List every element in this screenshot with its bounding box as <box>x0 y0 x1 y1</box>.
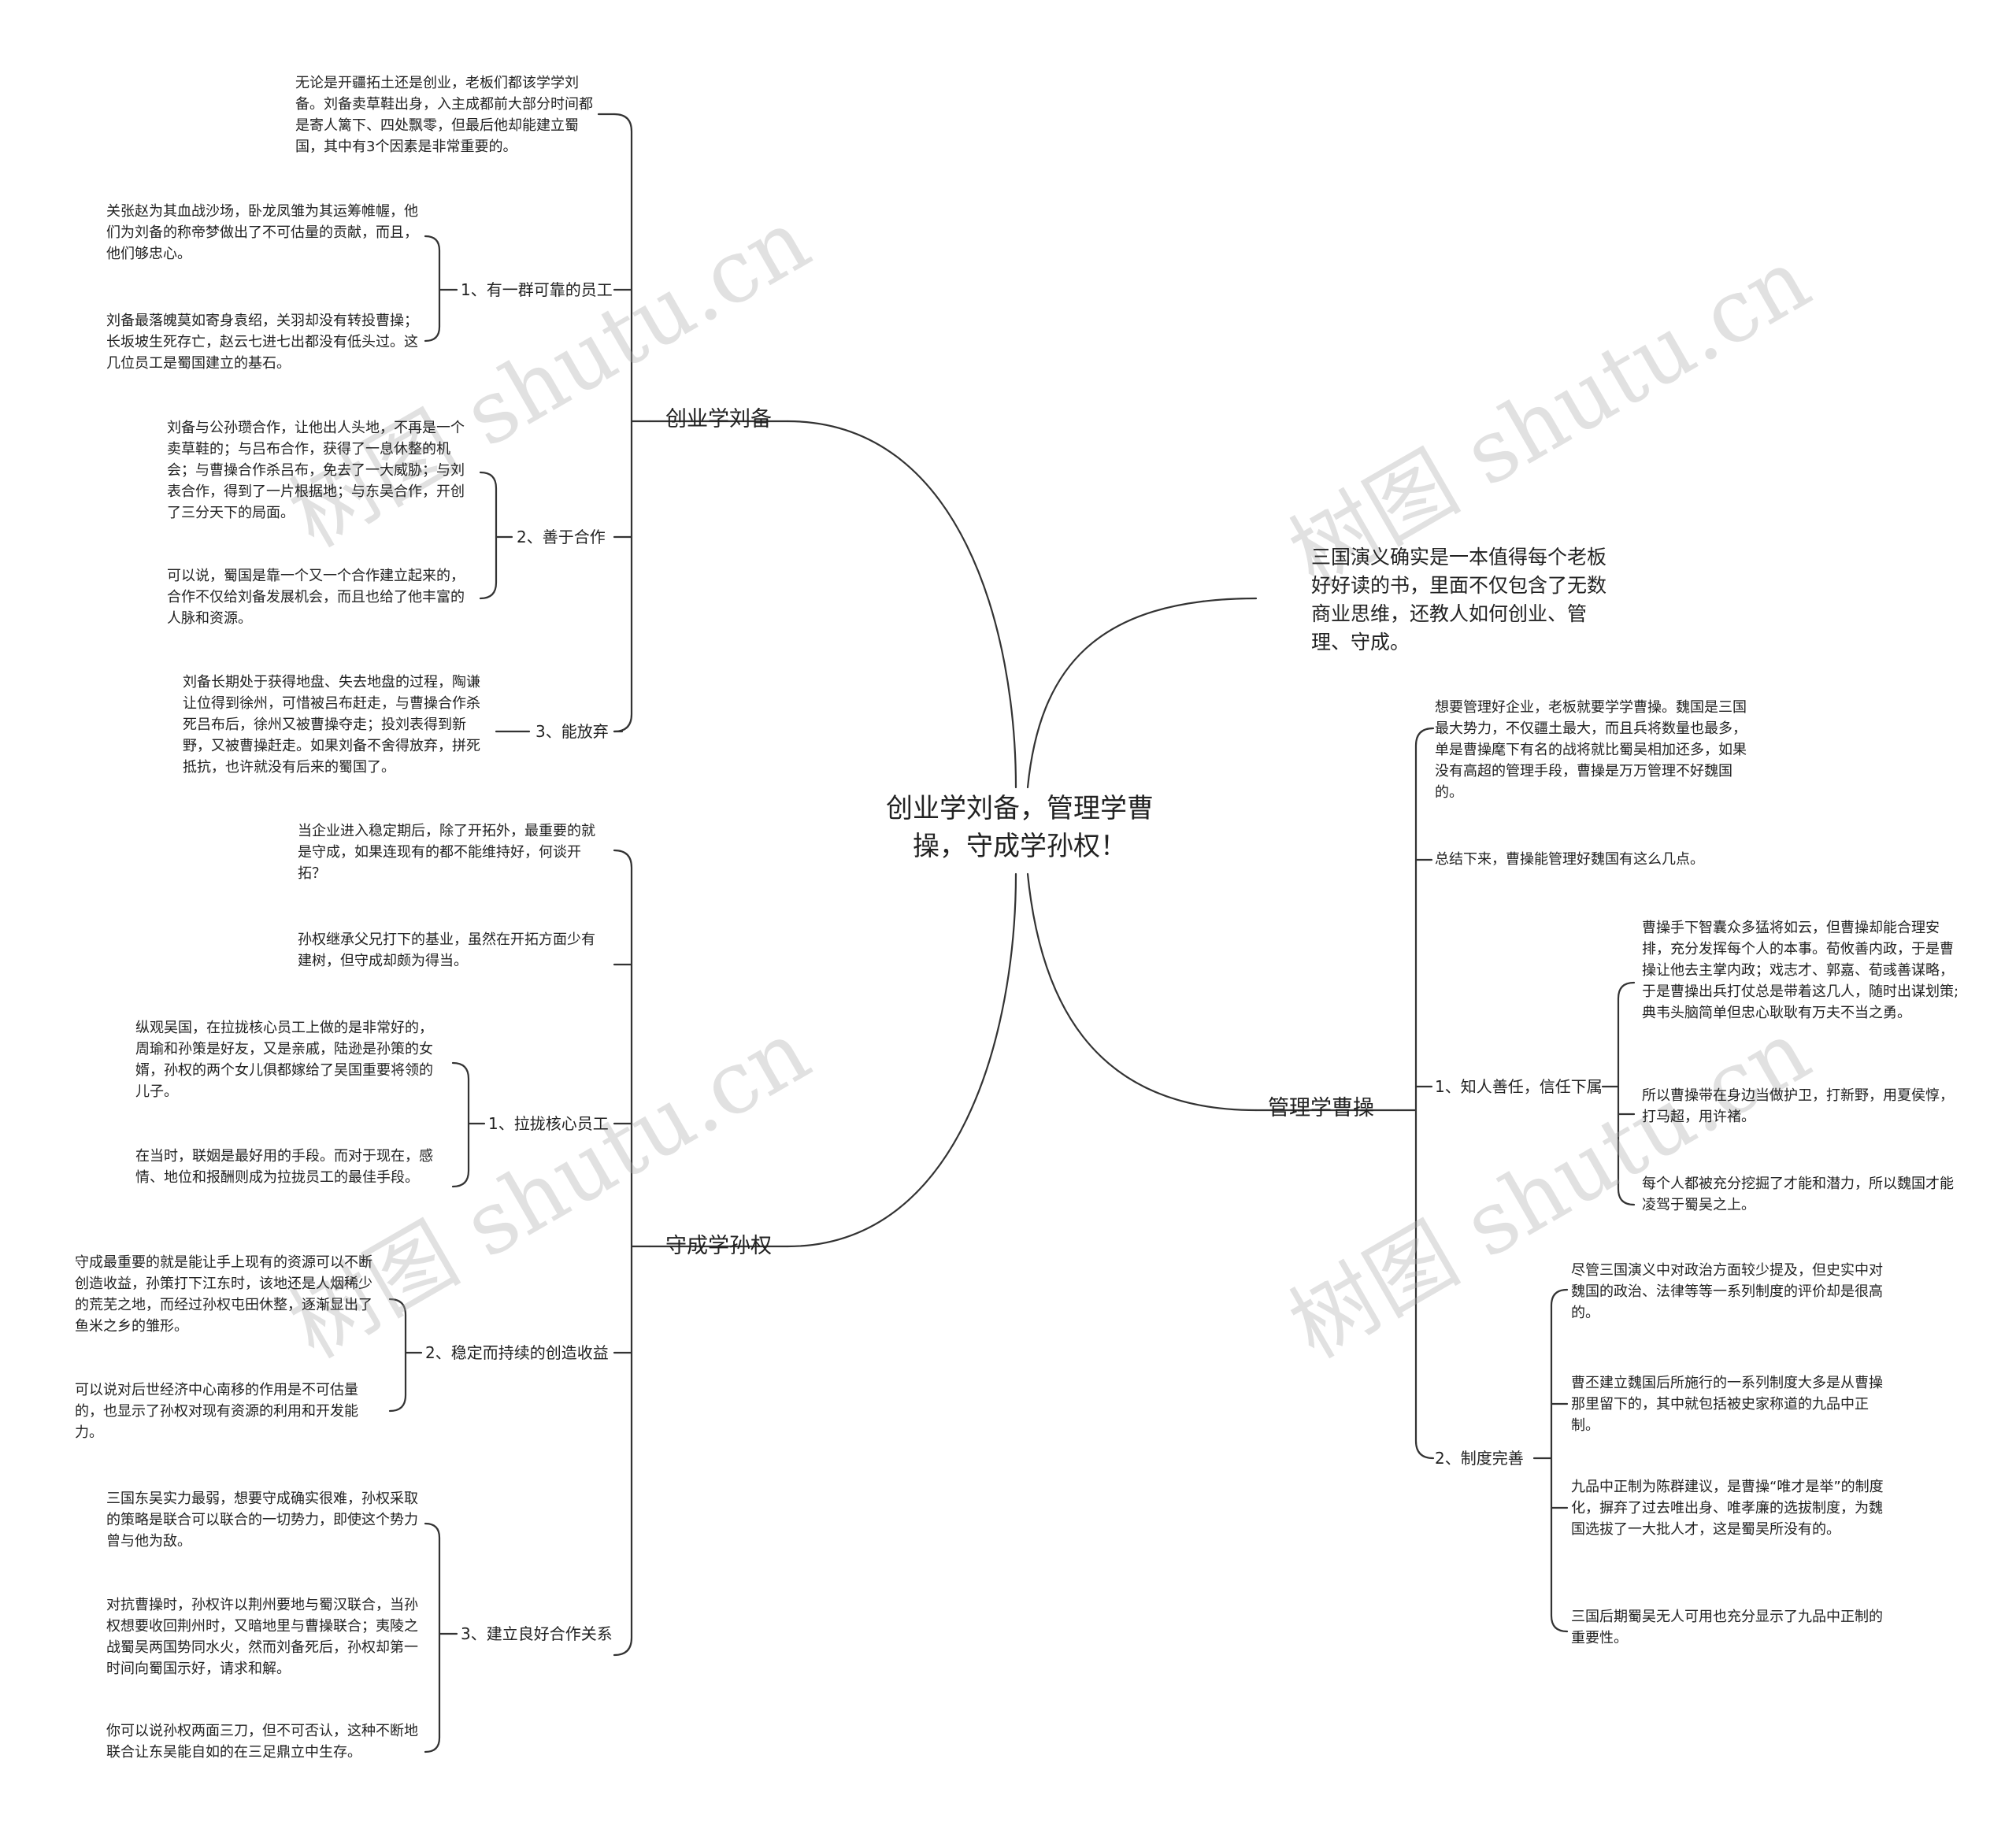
sunquan-sub1-label[interactable]: 1、拉拢核心员工 <box>488 1114 609 1133</box>
liubei-sub2-leaf-b[interactable]: 可以说，蜀国是靠一个又一个合作建立起来的，合作不仅给刘备发展机会，而且也给了他丰… <box>167 568 465 627</box>
sunquan-sub1-leaf-b[interactable]: 在当时，联姻是最好用的手段。而对于现在，感情、地位和报酬则成为拉拢员工的最佳手段… <box>135 1148 433 1186</box>
sunquan-intro1-leaf[interactable]: 当企业进入稳定期后，除了开拓外，最重要的就是守成，如果连现有的都不能维持好，何谈… <box>298 823 595 882</box>
caocao-sub2-leaf-b[interactable]: 曹丕建立魏国后所施行的一系列制度大多是从曹操那里留下的，其中就包括被史家称道的九… <box>1571 1375 1883 1434</box>
intro-node[interactable]: 三国演义确实是一本值得每个老板好好读的书，里面不仅包含了无数商业思维，还教人如何… <box>1311 546 1607 654</box>
link-root-caocao <box>1026 872 1258 1112</box>
sunquan-sub2-leaf-a[interactable]: 守成最重要的就是能让手上现有的资源可以不断创造收益，孙策打下江东时，该地还是人烟… <box>75 1254 372 1335</box>
link-root-liubei <box>786 420 1017 789</box>
root-topic[interactable]: 创业学刘备，管理学曹操，守成学孙权！ <box>886 793 1154 862</box>
sunquan-sub3-leaf-b[interactable]: 对抗曹操时，孙权许以荆州要地与蜀汉联合，当孙权想要收回荆州时，又暗地里与曹操联合… <box>106 1597 418 1677</box>
bracket-liubei <box>613 113 651 733</box>
caocao-intro2-leaf[interactable]: 总结下来，曹操能管理好魏国有这么几点。 <box>1435 851 1704 868</box>
sunquan-sub3-label[interactable]: 3、建立良好合作关系 <box>461 1624 613 1643</box>
bracket-liubei-s2 <box>479 471 513 600</box>
liubei-sub1-label[interactable]: 1、有一群可靠的员工 <box>461 280 613 299</box>
bracket-caocao-s2 <box>1532 1288 1569 1633</box>
bracket-sunquan-s2 <box>388 1298 423 1413</box>
caocao-sub1-leaf-c[interactable]: 每个人都被充分挖掘了才能和潜力，所以魏国才能凌驾于蜀吴之上。 <box>1642 1176 1954 1213</box>
sunquan-sub2-leaf-b[interactable]: 可以说对后世经济中心南移的作用是不可估量的，也显示了孙权对现有资源的利用和开发能… <box>75 1382 358 1441</box>
bracket-sunquan-s1 <box>451 1061 486 1188</box>
caocao-sub1-leaf-a[interactable]: 曹操手下智囊众多猛将如云，但曹操却能合理安排，充分发挥每个人的本事。荀攸善内政，… <box>1642 920 1959 1021</box>
sunquan-sub1-leaf-a[interactable]: 纵观吴国，在拉拢核心员工上做的是非常好的，周瑜和孙策是好友，又是亲戚，陆逊是孙策… <box>135 1020 433 1100</box>
liubei-sub3-leaf-a[interactable]: 刘备长期处于获得地盘、失去地盘的过程，陶谦让位得到徐州，可惜被吕布赶走，与曹操合… <box>183 674 480 776</box>
caocao-sub2-leaf-d[interactable]: 三国后期蜀吴无人可用也充分显示了九品中正制的重要性。 <box>1571 1609 1883 1646</box>
caocao-sub1-leaf-b[interactable]: 所以曹操带在身边当做护卫，打新野，用夏侯惇，打马超，用许褚。 <box>1642 1087 1954 1125</box>
branch-caocao[interactable]: 管理学曹操 <box>1268 1096 1374 1120</box>
bracket-liubei-s1 <box>424 235 458 343</box>
sunquan-intro2-leaf[interactable]: 孙权继承父兄打下的基业，虽然在开拓方面少有建树，但守成却颇为得当。 <box>298 931 595 969</box>
caocao-intro1-leaf[interactable]: 想要管理好企业，老板就要学学曹操。魏国是三国最大势力，不仅疆土最大，而且兵将数量… <box>1435 699 1747 801</box>
branch-sunquan[interactable]: 守成学孙权 <box>665 1234 772 1258</box>
liubei-sub2-leaf-a[interactable]: 刘备与公孙瓒合作，让他出人头地，不再是一个卖草鞋的；与吕布合作，获得了一息休整的… <box>167 420 465 521</box>
liubei-intro-leaf[interactable]: 无论是开疆拓土还是创业，老板们都该学学刘备。刘备卖草鞋出身，入主成都前大部分时间… <box>295 75 593 155</box>
bracket-sunquan <box>613 849 651 1657</box>
link-root-intro <box>1026 597 1258 789</box>
branch-liubei[interactable]: 创业学刘备 <box>665 407 772 431</box>
bracket-caocao-s1 <box>1601 981 1636 1206</box>
liubei-sub1-leaf-a[interactable]: 关张赵为其血战沙场，卧龙凤雏为其运筹帷幄，他们为刘备的称帝梦做出了不可估量的贡献… <box>106 203 418 262</box>
caocao-sub2-label[interactable]: 2、制度完善 <box>1435 1449 1524 1468</box>
link-root-sunquan <box>786 872 1017 1248</box>
sunquan-sub3-leaf-a[interactable]: 三国东吴实力最弱，想要守成确实很难，孙权采取的策略是联合可以联合的一切势力，即使… <box>106 1490 418 1550</box>
sunquan-sub2-label[interactable]: 2、稳定而持续的创造收益 <box>425 1343 609 1362</box>
liubei-sub2-label[interactable]: 2、善于合作 <box>517 528 606 546</box>
bracket-sunquan-s3 <box>424 1522 458 1753</box>
caocao-sub1-label[interactable]: 1、知人善任，信任下属 <box>1435 1077 1603 1096</box>
liubei-sub1-leaf-b[interactable]: 刘备最落魄莫如寄身袁绍，关羽却没有转投曹操；长坂坡生死存亡，赵云七进七出都没有低… <box>106 313 418 372</box>
liubei-sub3-label[interactable]: 3、能放弃 <box>536 722 609 741</box>
caocao-sub2-leaf-c[interactable]: 九品中正制为陈群建议，是曹操“唯才是举”的制度化，摒弃了过去唯出身、唯孝廉的选拔… <box>1571 1479 1884 1538</box>
sunquan-sub3-leaf-c[interactable]: 你可以说孙权两面三刀，但不可否认，这种不断地联合让东吴能自如的在三足鼎立中生存。 <box>106 1723 418 1761</box>
caocao-sub2-leaf-a[interactable]: 尽管三国演义中对政治方面较少提及，但史实中对魏国的政治、法律等等一系列制度的评价… <box>1571 1262 1883 1321</box>
bracket-caocao <box>1396 727 1435 1460</box>
